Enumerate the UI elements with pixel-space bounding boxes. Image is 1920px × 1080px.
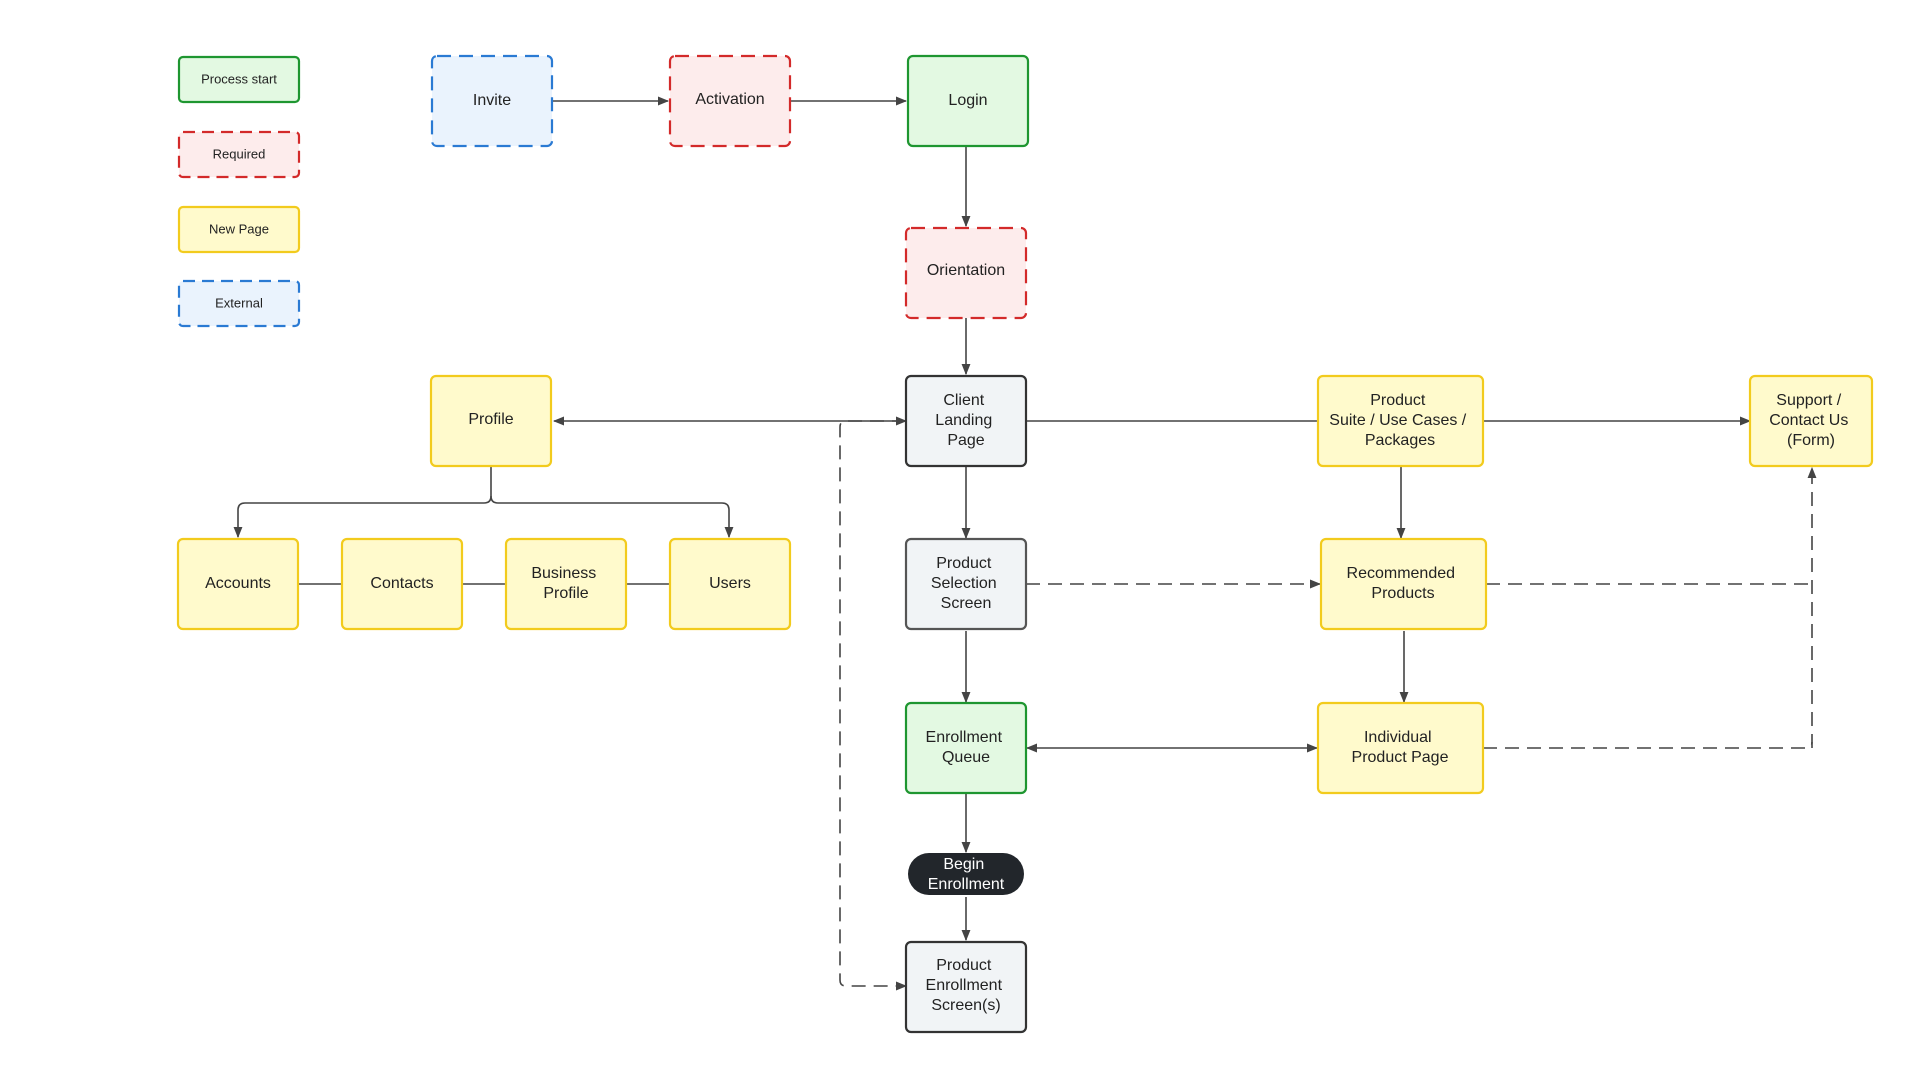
legend-new-page-label: New Page	[209, 221, 269, 236]
node-product-enrollment-screens[interactable]: Product Enrollment Screen(s)	[904, 940, 1028, 1034]
node-product-enrollment-line-2: Enrollment	[926, 977, 1003, 994]
node-individual-product-line-1: Individual	[1364, 729, 1432, 746]
node-support-contact-us[interactable]: Support / Contact Us (Form)	[1748, 374, 1874, 468]
node-business-profile-line-2: Profile	[543, 585, 588, 602]
node-support-line-3: (Form)	[1787, 432, 1835, 449]
svg-text:Begin Enrollment: Begin Enrollment	[928, 856, 1005, 893]
svg-text:Recommended Products: Recommended Products	[1347, 565, 1460, 602]
node-client-landing-page[interactable]: Client Landing Page	[904, 374, 1028, 468]
node-begin-enrollment-line-2: Enrollment	[928, 876, 1005, 893]
node-contacts-label: Contacts	[370, 575, 433, 592]
svg-text:Individual Product Page: Individual Product Page	[1352, 729, 1449, 766]
node-profile-label: Profile	[468, 411, 513, 428]
node-recommended-line-2: Products	[1371, 585, 1434, 602]
node-individual-product-page[interactable]: Individual Product Page	[1316, 701, 1485, 795]
legend-process-start-label: Process start	[201, 71, 277, 86]
node-accounts-label: Accounts	[205, 575, 271, 592]
node-product-enrollment-line-1: Product	[936, 957, 992, 974]
edge-profile-accounts	[233, 466, 492, 539]
node-invite-label: Invite	[473, 92, 511, 109]
svg-text:Support / Contact Us: Support / Contact Us (Form)	[1769, 392, 1853, 449]
node-login[interactable]: Login	[906, 54, 1030, 148]
legend-external-label: External	[215, 295, 263, 310]
node-orientation[interactable]: Orientation	[904, 226, 1028, 320]
node-enrollment-queue-line-2: Queue	[942, 749, 990, 766]
node-users[interactable]: Users	[668, 537, 792, 631]
svg-text:Product Enrollment: Product Enrollment Screen(s)	[926, 957, 1007, 1014]
svg-text:Product Selection: Product Selection Screen	[931, 555, 1001, 612]
node-accounts[interactable]: Accounts	[176, 537, 300, 631]
edge-client-landing-product-enrollment	[839, 420, 908, 991]
node-contacts[interactable]: Contacts	[340, 537, 464, 631]
svg-text:Product Suite / Use Case: Product Suite / Use Cases / Packages	[1329, 392, 1470, 449]
node-recommended-products[interactable]: Recommended Products	[1319, 537, 1488, 631]
node-login-label: Login	[948, 92, 987, 109]
edge-individual-product-dashed	[1483, 741, 1813, 749]
node-business-profile-line-1: Business	[531, 565, 596, 582]
node-product-selection-line-3: Screen	[941, 595, 992, 612]
node-business-profile[interactable]: Business Profile	[504, 537, 628, 631]
legend-process-start: Process start	[177, 55, 301, 104]
node-product-suite-line-1: Product	[1370, 392, 1426, 409]
node-activation-label: Activation	[695, 91, 764, 108]
node-product-enrollment-line-3: Screen(s)	[931, 997, 1000, 1014]
legend-new-page: New Page	[177, 205, 301, 254]
legend: Process start Required New Page External	[177, 55, 301, 328]
legend-required-label: Required	[213, 146, 266, 161]
node-product-suite-line-3: Packages	[1365, 432, 1435, 449]
node-client-landing-line-1: Client	[943, 392, 984, 409]
node-product-suite[interactable]: Product Suite / Use Cases / Packages	[1316, 374, 1485, 468]
svg-text:Enrollment Queue: Enrollment Queue	[926, 729, 1007, 766]
node-client-landing-line-3: Page	[947, 432, 984, 449]
svg-text:Business Profile: Business Profile	[531, 565, 600, 602]
node-profile[interactable]: Profile	[429, 374, 553, 468]
node-enrollment-queue-line-1: Enrollment	[926, 729, 1003, 746]
node-client-landing-line-2: Landing	[935, 412, 992, 429]
node-product-selection-line-1: Product	[936, 555, 992, 572]
node-enrollment-queue[interactable]: Enrollment Queue	[904, 701, 1028, 795]
legend-external: External	[177, 279, 301, 328]
node-orientation-label: Orientation	[927, 262, 1005, 279]
node-activation[interactable]: Activation	[668, 54, 792, 148]
node-product-suite-line-2: Suite / Use Cases /	[1329, 412, 1467, 429]
node-individual-product-line-2: Product Page	[1352, 749, 1449, 766]
node-users-label: Users	[709, 575, 751, 592]
edge-profile-users	[490, 495, 734, 539]
node-product-selection-line-2: Selection	[931, 575, 997, 592]
node-support-line-1: Support /	[1776, 392, 1841, 409]
legend-required: Required	[177, 130, 301, 179]
svg-text:Client Landing Pag: Client Landing Page	[935, 392, 996, 449]
node-begin-enrollment-line-1: Begin	[943, 856, 984, 873]
node-recommended-line-1: Recommended	[1347, 565, 1456, 582]
node-product-selection-screen[interactable]: Product Selection Screen	[904, 537, 1028, 631]
node-invite[interactable]: Invite	[430, 54, 554, 148]
node-support-line-2: Contact Us	[1769, 412, 1848, 429]
node-begin-enrollment[interactable]: Begin Enrollment	[908, 853, 1024, 895]
